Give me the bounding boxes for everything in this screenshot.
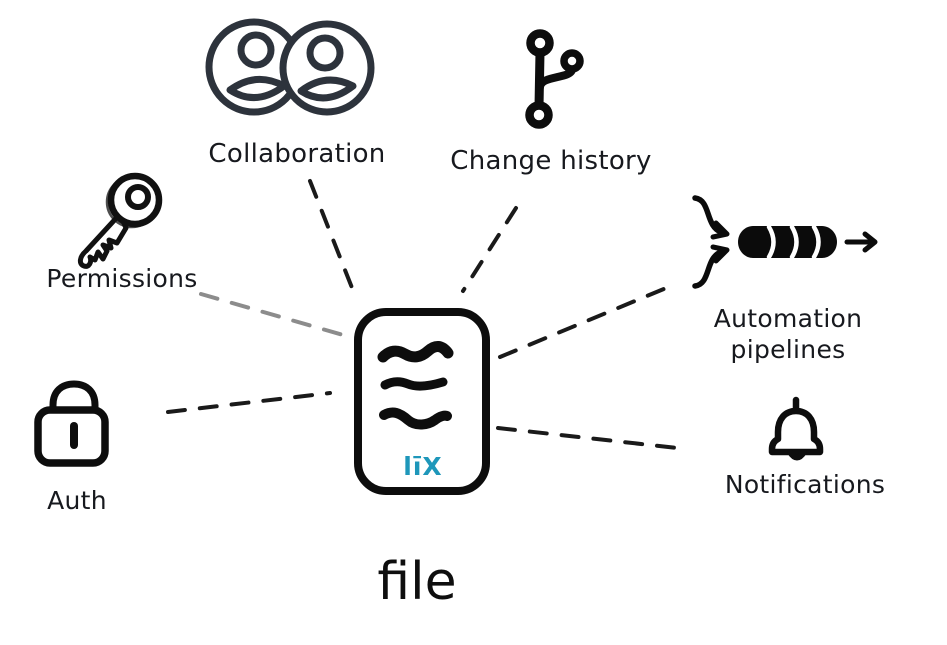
brand-logo: līX <box>403 452 442 481</box>
automation-label-line2: pipelines <box>730 335 846 364</box>
permissions-label: Permissions <box>46 264 198 293</box>
key-icon <box>77 172 163 269</box>
file-title: file <box>377 552 457 612</box>
document-card-icon: līX <box>354 308 490 495</box>
connector-automation <box>498 284 673 359</box>
lock-icon <box>34 380 109 467</box>
connector-permissions <box>199 292 352 339</box>
connector-change-history <box>461 206 518 293</box>
git-branch-icon <box>525 29 584 129</box>
connector-auth <box>166 391 332 414</box>
pipeline-arrows-icon <box>692 195 878 289</box>
automation-label: Automation pipelines <box>714 303 863 365</box>
bell-icon <box>768 396 824 461</box>
users-icon <box>205 18 375 116</box>
collaboration-label: Collaboration <box>208 139 386 169</box>
change-history-label: Change history <box>450 146 652 176</box>
notifications-label: Notifications <box>724 470 886 499</box>
automation-label-line1: Automation <box>713 304 863 333</box>
auth-label: Auth <box>47 486 107 515</box>
connector-notifications <box>496 426 688 451</box>
connector-collaboration <box>308 179 358 300</box>
